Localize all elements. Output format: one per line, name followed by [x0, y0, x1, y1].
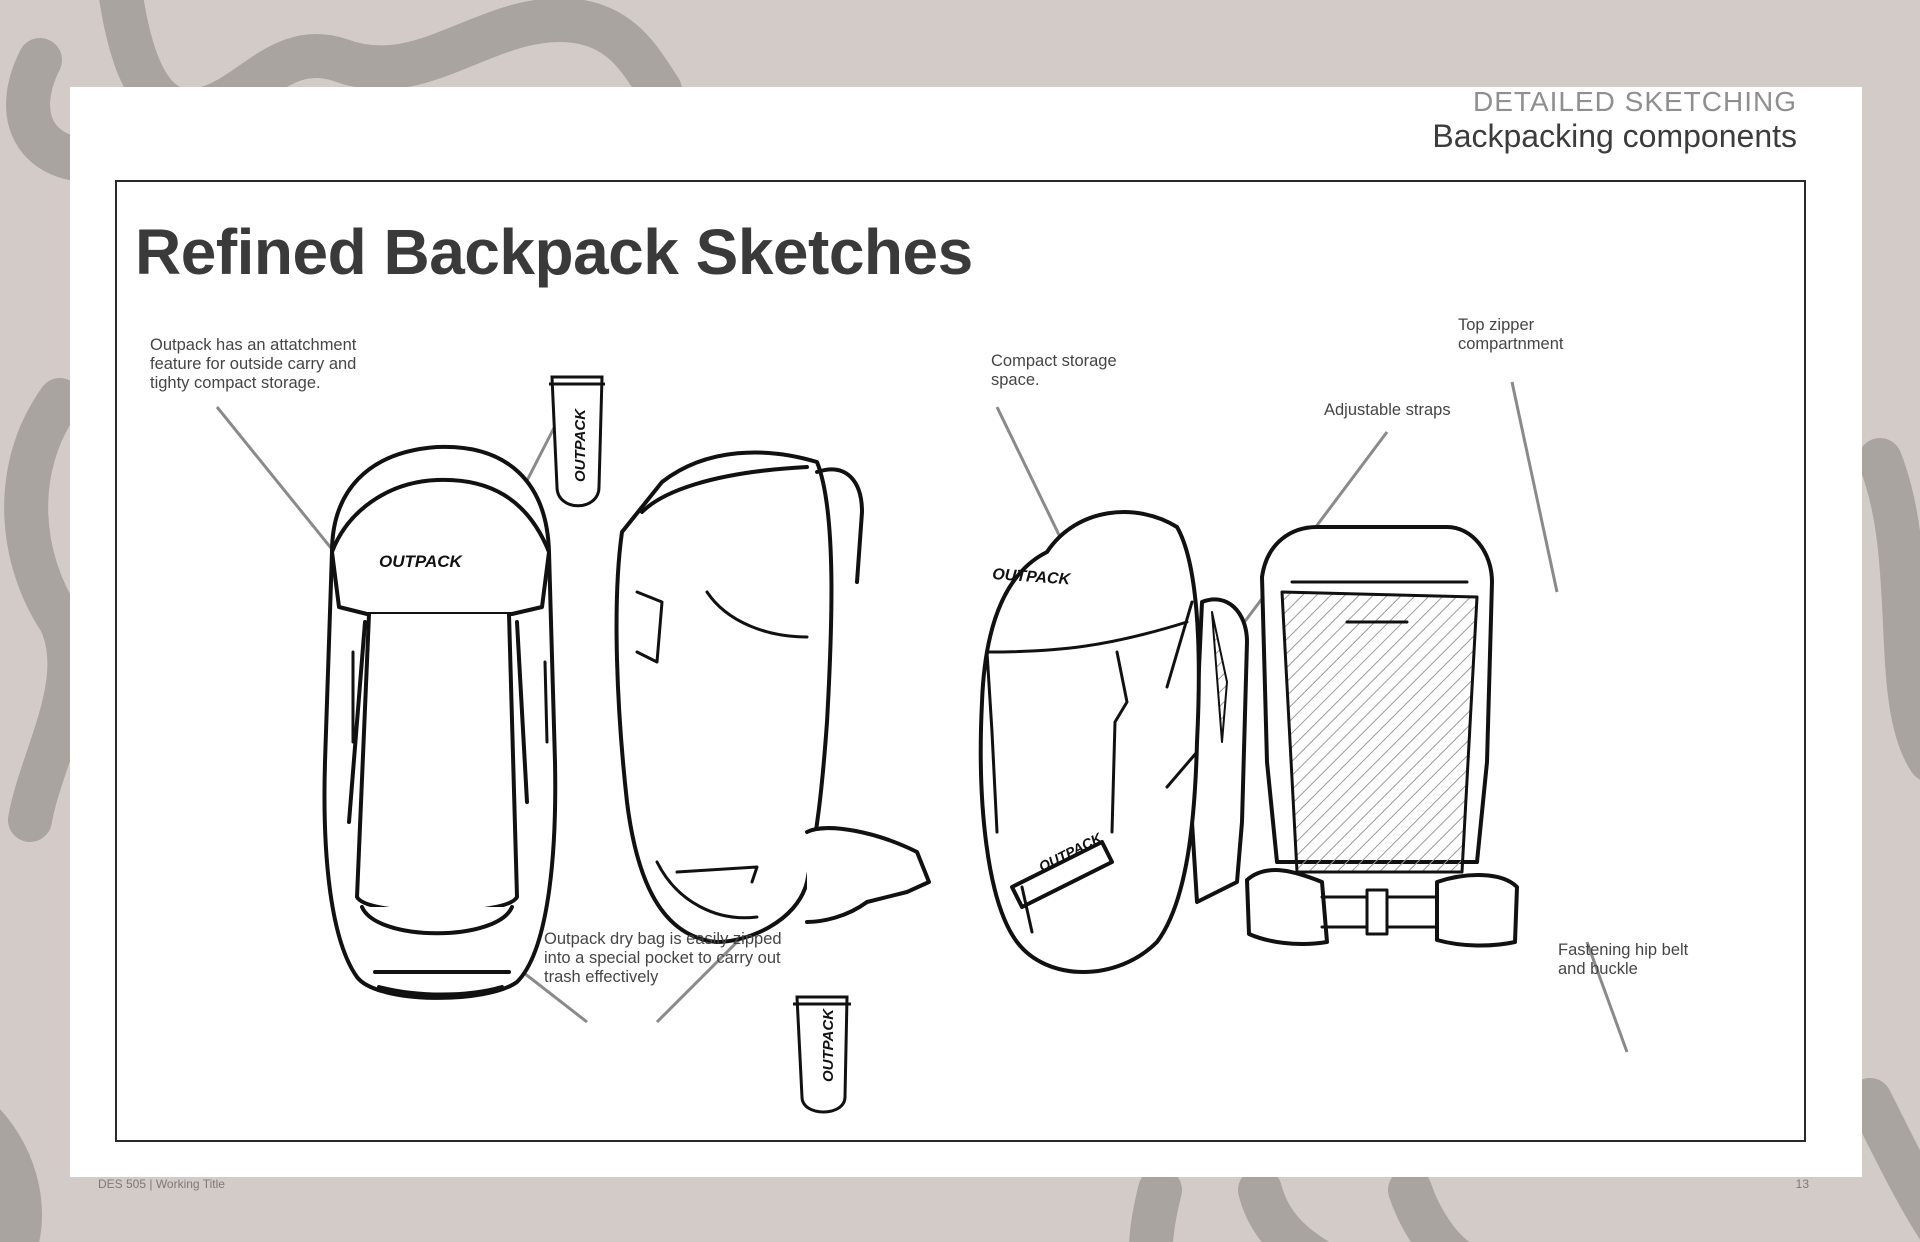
annotation-dry-bag: Outpack dry bag is easily zipped into a … — [544, 930, 782, 986]
annotation-compact-storage: Compact storage space. — [991, 352, 1117, 389]
topic-label: Backpacking components — [1432, 118, 1797, 154]
backpack-side-sketch — [614, 450, 931, 944]
annotation-adjustable-straps: Adjustable straps — [1324, 401, 1451, 419]
slide-page: DETAILED SKETCHING Backpacking component… — [70, 86, 1862, 1177]
brand-logo-drybag-top: OUTPACK — [572, 408, 589, 482]
footer-page-number: 13 — [1795, 1177, 1809, 1191]
section-label: DETAILED SKETCHING — [1473, 86, 1797, 117]
slide-title: Refined Backpack Sketches — [135, 216, 973, 288]
backpack-back-sketch — [1245, 525, 1519, 948]
dry-bag-sketch-top — [549, 375, 605, 508]
brand-logo-drybag-bottom: OUTPACK — [820, 1008, 837, 1082]
backpack-front-sketch — [322, 444, 558, 1000]
annotation-top-zipper: Top zipper compartnment — [1458, 316, 1564, 353]
sketch-frame: OUTPACK OUTPACK — [115, 180, 1806, 1142]
annotation-attachment: Outpack has an attatchment feature for o… — [150, 336, 357, 392]
annotation-hip-belt: Fastening hip belt and buckle — [1558, 941, 1689, 978]
dry-bag-sketch-bottom — [793, 995, 851, 1114]
footer-course: DES 505 | Working Title — [98, 1177, 225, 1191]
backpack-sketches: OUTPACK OUTPACK — [215, 375, 1629, 1114]
backpack-angled-sketch — [978, 510, 1249, 974]
brand-logo-front: OUTPACK — [379, 552, 464, 571]
brand-logo-angled: OUTPACK — [992, 566, 1072, 588]
